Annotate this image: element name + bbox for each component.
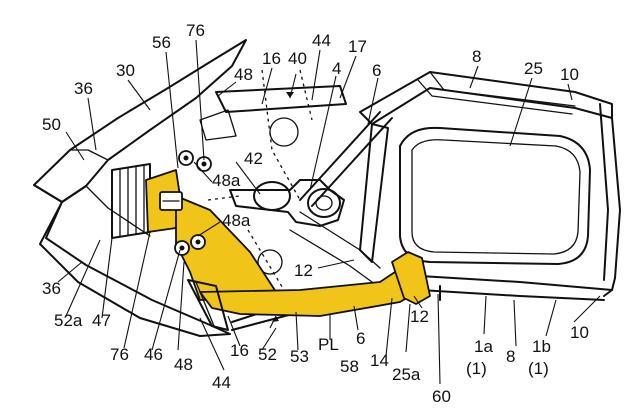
label-36: 36 <box>74 79 93 98</box>
label-50: 50 <box>42 115 61 134</box>
label-1b-group: (1) <box>528 359 549 378</box>
label-40: 40 <box>288 49 307 68</box>
label-8: 8 <box>506 347 515 366</box>
label-52a: 52a <box>54 311 83 330</box>
label-25a: 25a <box>392 365 421 384</box>
label-46: 46 <box>144 345 163 364</box>
label-47: 47 <box>92 311 111 330</box>
headlight-unit <box>111 163 151 239</box>
label-53: 53 <box>290 347 309 366</box>
label-14: 14 <box>370 351 389 370</box>
label-6: 6 <box>372 61 381 80</box>
label-52: 52 <box>258 345 277 364</box>
label-76: 76 <box>110 345 129 364</box>
label-8: 8 <box>472 47 481 66</box>
label-17: 17 <box>348 37 367 56</box>
label-PL: PL <box>318 335 339 354</box>
leader-lines <box>57 39 601 385</box>
label-58: 58 <box>340 357 359 376</box>
label-1a-group: (1) <box>466 359 487 378</box>
steering-head <box>207 179 345 301</box>
label-30: 30 <box>116 61 135 80</box>
label-25: 25 <box>524 59 543 78</box>
lower-duct <box>187 279 229 331</box>
mount-bolts <box>174 150 212 256</box>
label-4: 4 <box>332 59 341 78</box>
label-44: 44 <box>212 373 231 392</box>
label-10: 10 <box>570 323 589 342</box>
label-48: 48 <box>174 355 193 374</box>
label-6: 6 <box>356 329 365 348</box>
highlighted-stay <box>145 169 431 317</box>
label-10: 10 <box>560 65 579 84</box>
label-1b: 1b <box>532 337 551 356</box>
reference-numerals: 56 76 44 16 40 17 8 25 10 30 36 48 4 6 5… <box>42 21 589 406</box>
label-48: 48 <box>234 65 253 84</box>
label-16: 16 <box>262 49 281 68</box>
label-76: 76 <box>186 21 205 40</box>
label-48a: 48a <box>212 171 241 190</box>
label-36: 36 <box>42 279 61 298</box>
label-42: 42 <box>244 149 263 168</box>
fuel-tank <box>399 126 591 265</box>
main-frame <box>359 71 621 297</box>
label-56: 56 <box>152 33 171 52</box>
upper-bracket <box>199 69 347 201</box>
label-12: 12 <box>294 261 313 280</box>
label-12: 12 <box>410 307 429 326</box>
label-16: 16 <box>230 341 249 360</box>
label-60: 60 <box>432 387 451 406</box>
label-44: 44 <box>312 31 331 50</box>
label-48a: 48a <box>222 211 251 230</box>
label-1a: 1a <box>474 337 493 356</box>
